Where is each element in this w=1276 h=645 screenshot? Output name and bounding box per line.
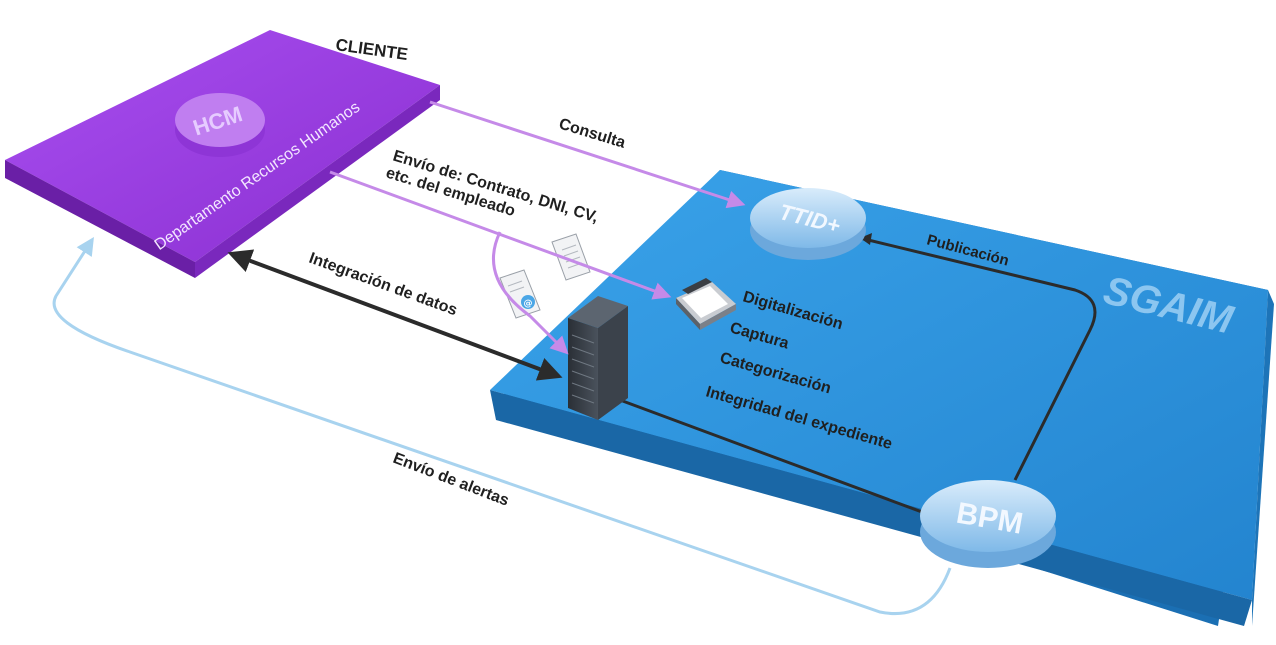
bpm-loop-line	[619, 236, 1097, 517]
scanner-icon	[676, 278, 736, 330]
alertas-label: Envío de alertas	[391, 450, 512, 510]
server-icon	[568, 296, 628, 420]
bpm-disc: BPM	[920, 480, 1056, 568]
envio-alertas-arrow	[52, 236, 952, 615]
svg-text:@: @	[524, 299, 533, 309]
ttid-disc: TTID+	[750, 188, 866, 260]
integracion-datos-arrow	[227, 249, 563, 381]
consulta-arrow	[429, 100, 746, 209]
hcm-disc: HCM	[175, 93, 265, 157]
